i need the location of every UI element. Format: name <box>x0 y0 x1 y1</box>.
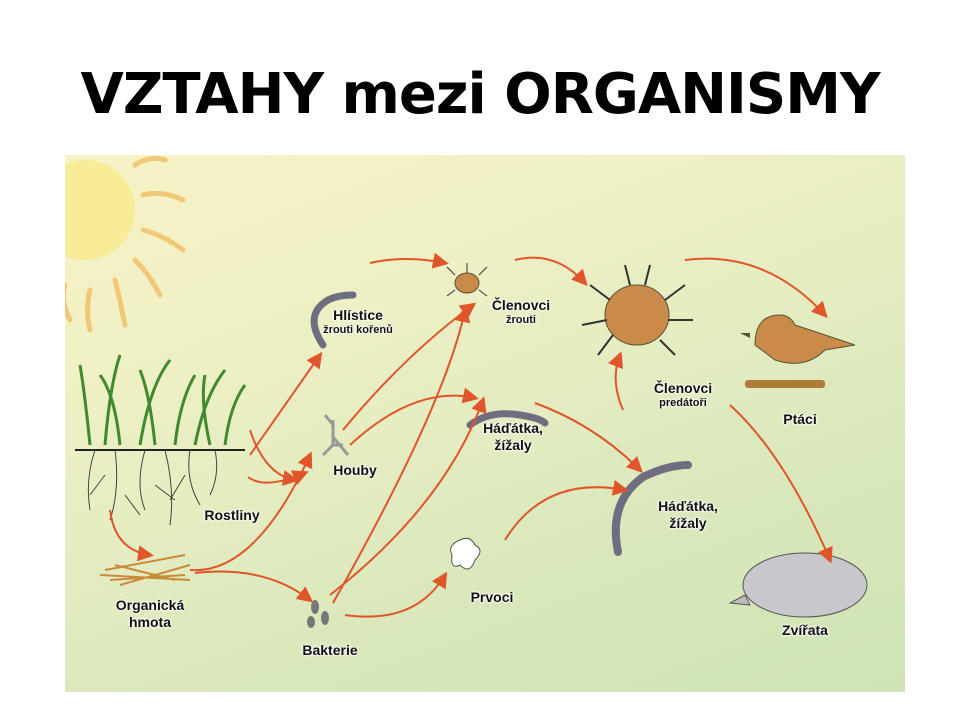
node-ptaci: Ptáci <box>783 411 817 427</box>
earthworm-icon <box>466 410 549 429</box>
arrow <box>109 509 154 562</box>
arrow <box>534 402 643 473</box>
node-name: Hlístice <box>333 307 383 323</box>
arrow <box>729 404 833 564</box>
arrow <box>329 396 487 596</box>
arrow <box>249 429 299 486</box>
node-sub: predátoři <box>659 397 707 409</box>
node-rostliny: Rostliny <box>204 507 260 523</box>
nematode-icon <box>310 291 357 349</box>
arrow <box>189 451 313 572</box>
node-houby: Houby <box>333 462 377 478</box>
arrow <box>369 252 449 269</box>
node-sub: hmota <box>128 614 171 630</box>
node-name: Háďátka, <box>483 420 543 436</box>
earthworm-icon <box>611 461 692 556</box>
arrow <box>684 257 828 318</box>
node-sub: žrouti kořenů <box>323 324 393 336</box>
plant-icon <box>78 354 247 446</box>
node-hadatka-1: Háďátka,žížaly <box>483 420 543 454</box>
arrow <box>344 571 448 618</box>
node-sub: žrouti <box>506 314 536 326</box>
sun-icon <box>65 155 186 333</box>
organic-matter-icon <box>99 554 191 586</box>
node-bakterie: Bakterie <box>302 642 358 658</box>
node-prvoci: Prvoci <box>470 589 514 605</box>
arrow <box>504 479 629 541</box>
arrow <box>249 351 323 456</box>
mole-icon <box>728 552 868 618</box>
node-hadatka-2: Háďátka,žížaly <box>658 498 718 532</box>
node-sub: žížaly <box>669 515 707 531</box>
bacteria-icon <box>307 600 329 628</box>
node-zvirata: Zvířata <box>782 622 828 638</box>
arrow <box>194 570 314 603</box>
node-sub: žížaly <box>494 437 532 453</box>
arrow <box>514 256 588 286</box>
diagram-graphics <box>65 155 868 628</box>
node-name: Organická <box>115 597 185 613</box>
arrow <box>349 387 479 446</box>
fungi-icon <box>321 414 350 457</box>
node-name: Háďátka, <box>658 498 718 514</box>
bird-icon <box>740 314 856 388</box>
node-name: Členovci <box>653 380 713 396</box>
arrow <box>332 306 471 604</box>
mite-icon <box>446 263 488 297</box>
protozoa-icon <box>450 537 481 570</box>
roots-icon <box>87 449 218 526</box>
predatory-mite-icon <box>581 264 693 356</box>
arrow <box>608 351 624 411</box>
node-name: Členovci <box>491 297 551 313</box>
slide-title: VZTAHY mezi ORGANISMY <box>80 62 880 127</box>
